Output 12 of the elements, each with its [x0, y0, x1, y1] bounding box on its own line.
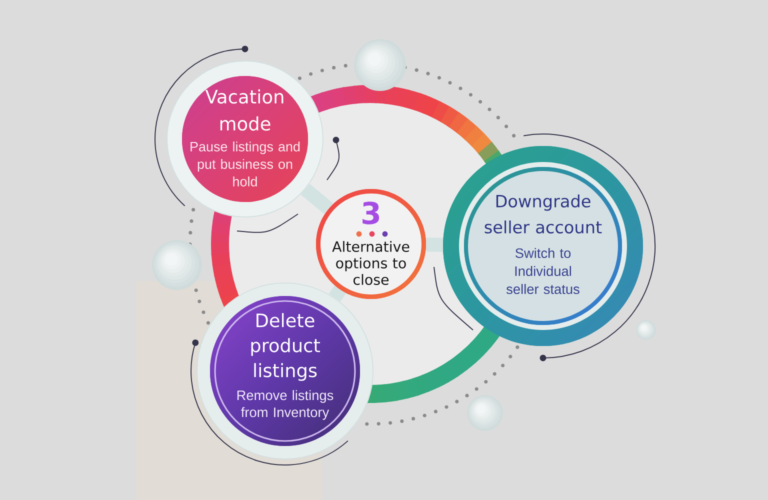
- option-text: Switch to Individual seller status: [506, 248, 580, 294]
- connector: [300, 184, 334, 214]
- connector: [426, 238, 443, 252]
- option-text: Remove listings from Inventory: [237, 390, 334, 420]
- option-circle: [443, 146, 643, 346]
- number: 3: [362, 202, 380, 224]
- connector: [328, 286, 346, 302]
- hub-text: Alternative options to close: [332, 241, 410, 285]
- option-title: Delete product listings: [251, 313, 320, 381]
- option-title: Downgrade seller account: [484, 194, 602, 234]
- option-title: Vacation mode: [205, 89, 284, 131]
- option-text: Pause listings and put business on hold: [190, 142, 300, 186]
